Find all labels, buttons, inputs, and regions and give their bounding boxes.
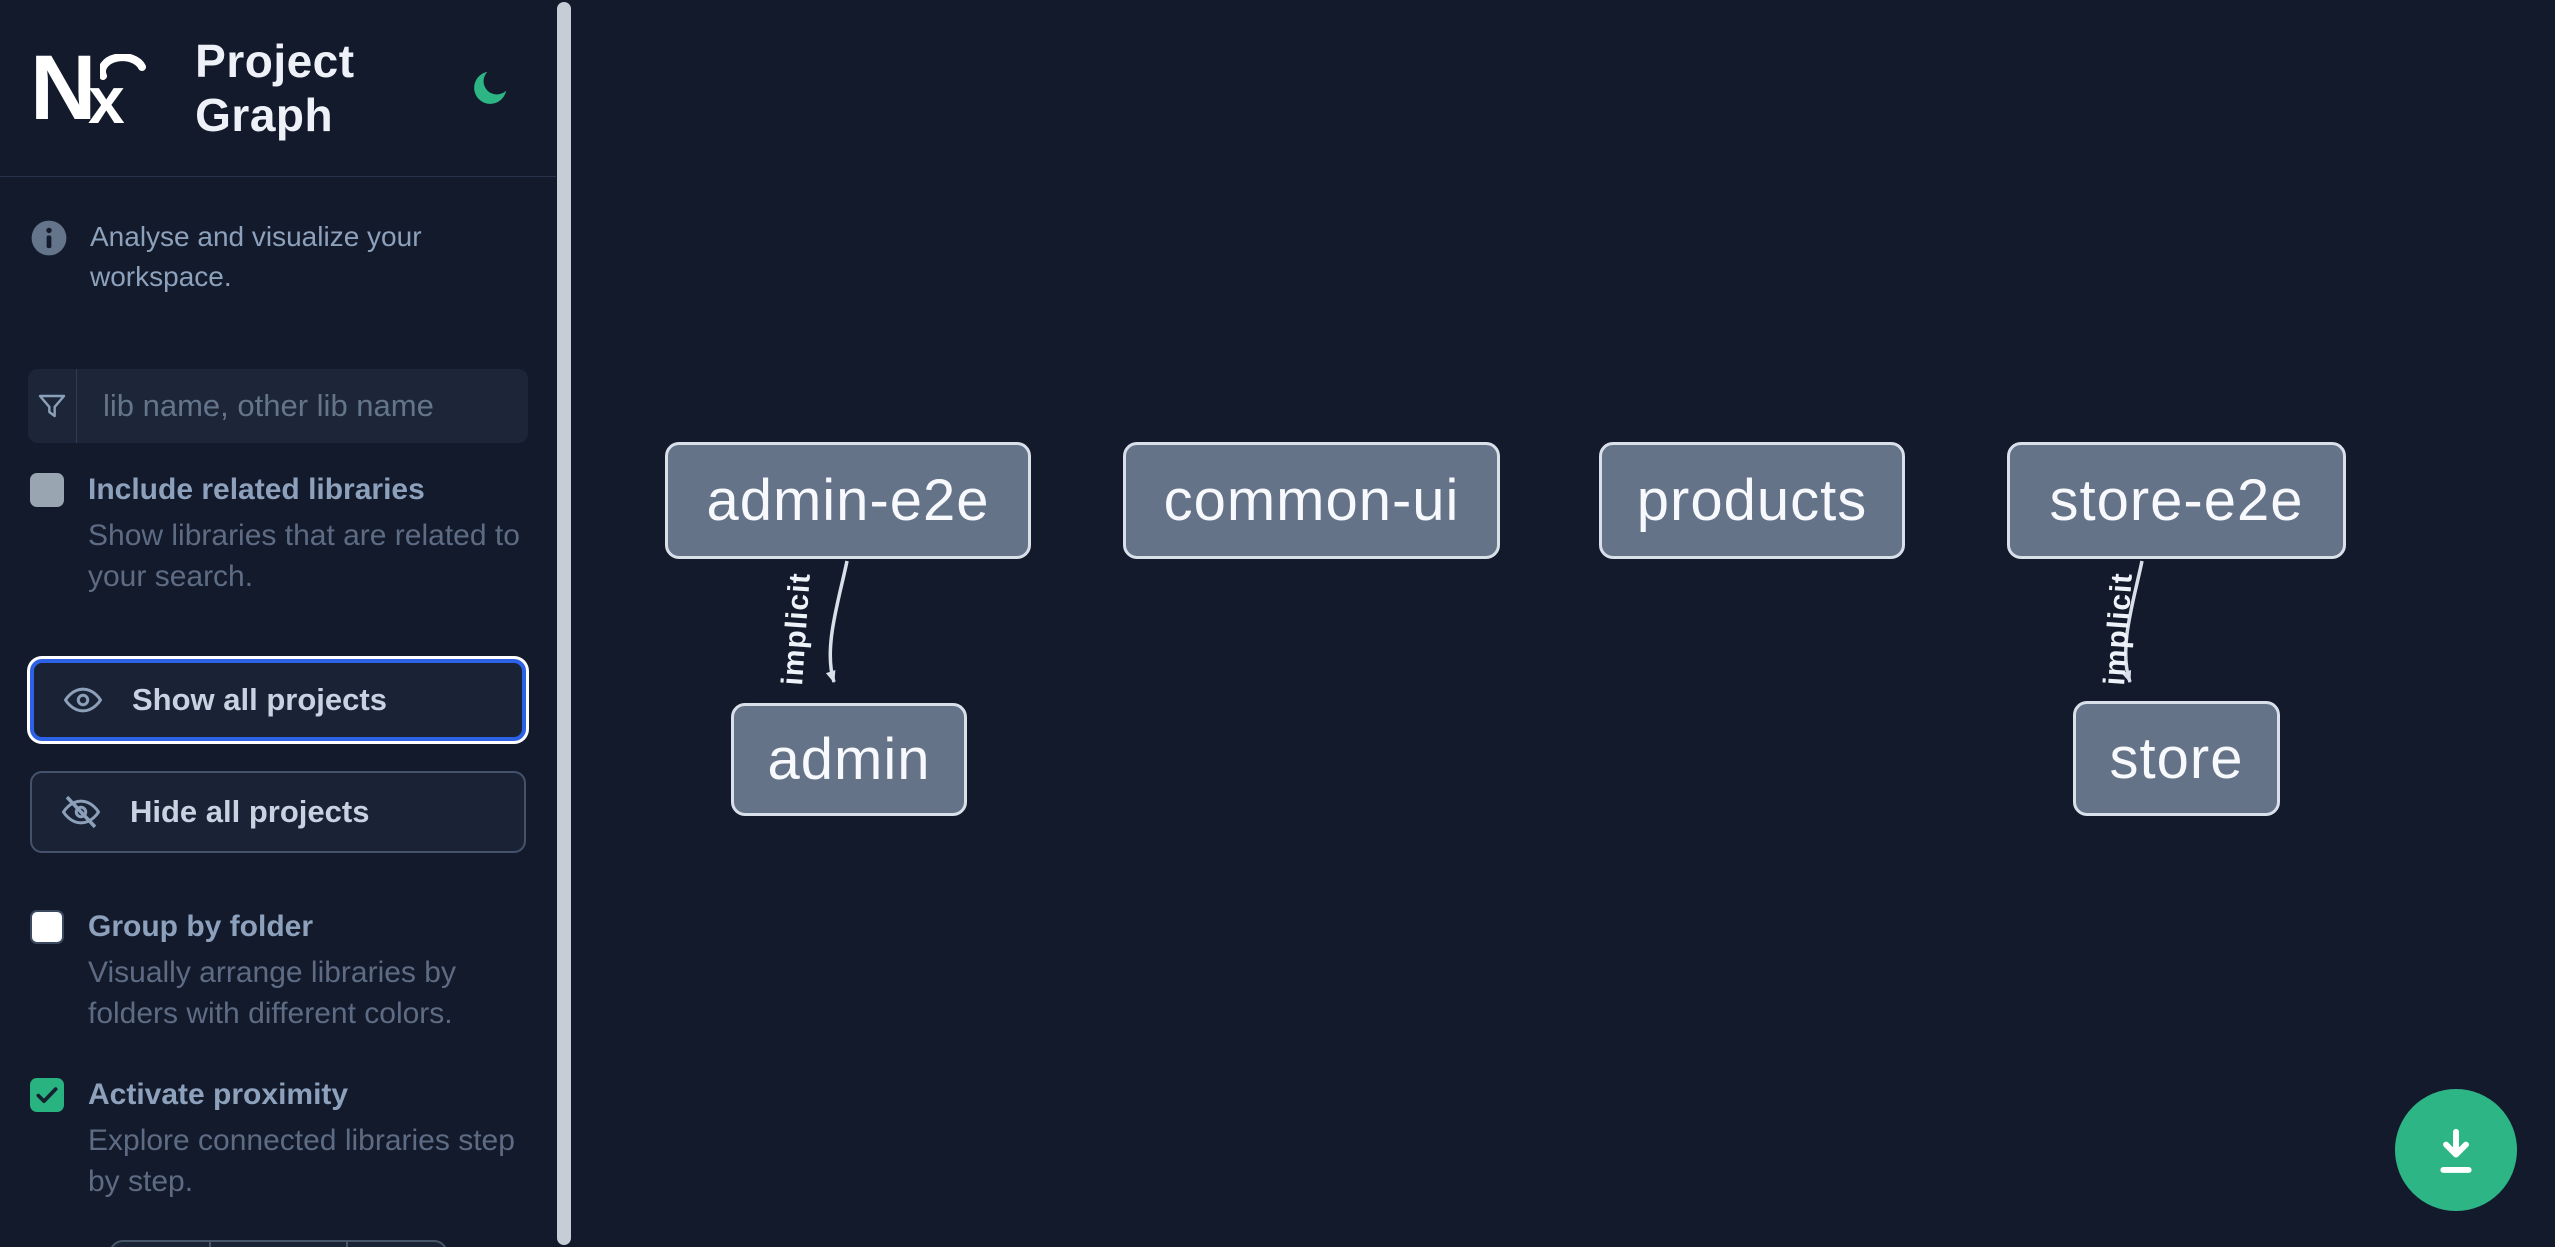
download-icon <box>2440 1128 2472 1173</box>
dark-mode-toggle[interactable] <box>468 66 512 110</box>
option-group-by-folder: Group by folder Visually arrange librari… <box>0 910 556 1034</box>
show-all-projects-button[interactable]: Show all projects <box>30 659 526 741</box>
activate-proximity-label[interactable]: Activate proximity <box>88 1078 349 1111</box>
sidebar-content: Analyse and visualize your workspace. In… <box>0 177 556 1247</box>
include-related-description: Show libraries that are related to your … <box>88 519 520 593</box>
node-common-ui[interactable]: common-ui <box>1123 442 1500 559</box>
node-admin[interactable]: admin <box>731 703 967 816</box>
include-related-label[interactable]: Include related libraries <box>88 473 425 506</box>
node-store-e2e[interactable]: store-e2e <box>2007 442 2346 559</box>
stepper-value[interactable]: 1 <box>208 1242 348 1247</box>
node-admin-e2e[interactable]: admin-e2e <box>665 442 1031 559</box>
tagline-text: Analyse and visualize your workspace. <box>90 221 422 292</box>
edge-admin-e2e-to-admin <box>825 560 849 683</box>
eye-icon <box>63 687 103 713</box>
proximity-depth-stepper: − 1 + <box>108 1240 448 1247</box>
edge-store-e2e-to-store <box>2121 560 2144 683</box>
filter-input[interactable] <box>77 369 528 443</box>
nx-logo-curl <box>100 54 146 80</box>
filter-input-group <box>28 369 528 443</box>
stepper-decrement-button[interactable]: − <box>111 1242 209 1247</box>
node-store[interactable]: store <box>2073 701 2280 816</box>
graph-edges <box>825 560 2144 683</box>
node-products[interactable]: products <box>1599 442 1905 559</box>
include-related-checkbox[interactable] <box>30 473 64 507</box>
sidebar-scrollbar <box>556 0 572 1247</box>
hide-all-projects-label: Hide all projects <box>130 794 370 829</box>
eye-off-icon <box>61 795 101 829</box>
group-by-folder-description: Visually arrange libraries by folders wi… <box>88 956 456 1030</box>
download-graph-button[interactable] <box>2395 1089 2517 1211</box>
sidebar-scrollbar-thumb[interactable] <box>557 2 571 1245</box>
activate-proximity-checkbox[interactable] <box>30 1078 64 1112</box>
check-icon <box>36 1087 58 1104</box>
option-activate-proximity: Activate proximity Explore connected lib… <box>0 1078 556 1202</box>
info-icon <box>31 220 67 256</box>
sidebar: N x Project Graph Analyse and visualize … <box>0 0 556 1247</box>
sidebar-header: N x Project Graph <box>0 0 556 177</box>
page-title: Project Graph <box>195 35 355 141</box>
activate-proximity-description: Explore connected libraries step by step… <box>88 1124 515 1198</box>
tagline-row: Analyse and visualize your workspace. <box>0 177 556 297</box>
hide-all-projects-button[interactable]: Hide all projects <box>30 771 526 853</box>
moon-icon <box>474 71 507 104</box>
filter-funnel-cell <box>28 369 77 443</box>
option-include-related: Include related libraries Show libraries… <box>0 473 556 597</box>
nx-logo-icon: N x <box>30 37 146 139</box>
group-by-folder-label[interactable]: Group by folder <box>88 910 313 943</box>
stepper-increment-button[interactable]: + <box>348 1242 446 1247</box>
project-graph-canvas[interactable]: implicit implicit admin-e2e common-ui pr… <box>572 0 2555 1247</box>
group-by-folder-checkbox[interactable] <box>30 910 64 944</box>
funnel-icon <box>38 394 66 418</box>
show-all-projects-label: Show all projects <box>132 682 387 717</box>
